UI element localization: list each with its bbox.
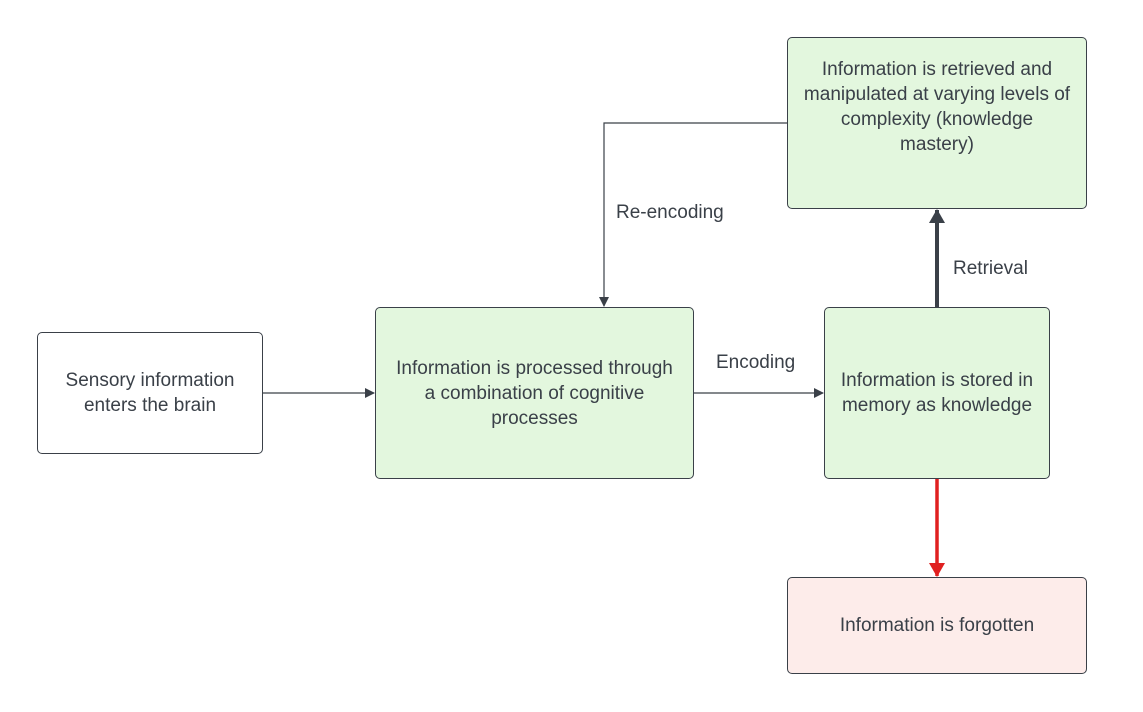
- node-forgotten-label: Information is forgotten: [839, 615, 1035, 636]
- node-sensory-label: Sensory information enters the brain: [65, 370, 235, 416]
- node-sensory-information: Sensory information enters the brain: [37, 332, 263, 454]
- edge-label-retrieval: Retrieval: [953, 258, 1028, 279]
- node-stored-label: Information is stored in memory as knowl…: [840, 370, 1034, 416]
- node-processing-label: Information is processed through a combi…: [396, 357, 673, 429]
- node-forgotten: Information is forgotten: [787, 577, 1087, 674]
- node-stored-knowledge: Information is stored in memory as knowl…: [824, 307, 1050, 479]
- edge-label-reencoding: Re-encoding: [616, 202, 724, 223]
- node-retrieved-label: Information is retrieved and manipulated…: [803, 59, 1071, 155]
- node-retrieval-mastery: Information is retrieved and manipulated…: [787, 37, 1087, 209]
- node-processing: Information is processed through a combi…: [375, 307, 694, 479]
- arrow-reencoding: [599, 122, 787, 307]
- edge-label-encoding: Encoding: [716, 352, 796, 373]
